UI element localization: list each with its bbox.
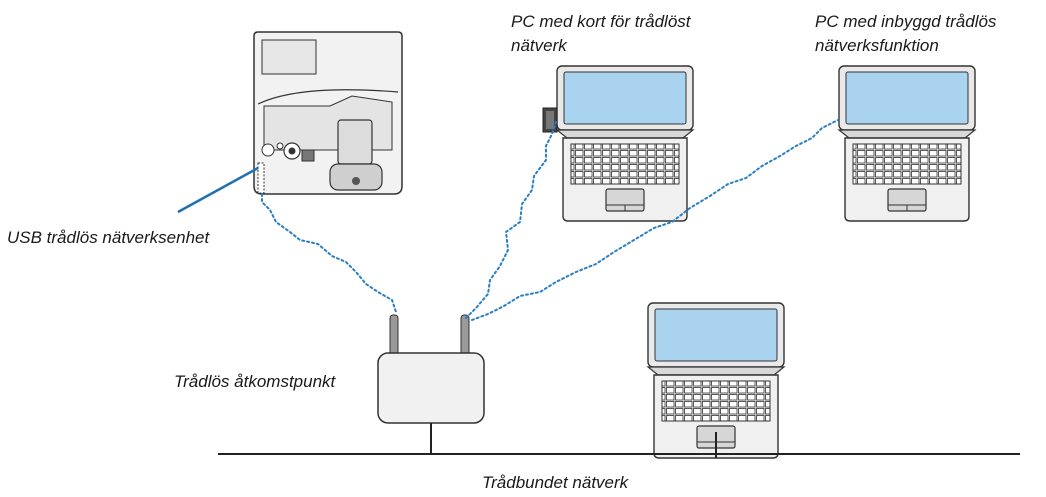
wireless-link-builtin	[471, 119, 839, 321]
pc-builtin-label: PC med inbyggd trådlös nätverksfunktion	[815, 10, 996, 58]
pc-card-label: PC med kort för trådlöst nätverk	[511, 10, 691, 58]
access-point-label: Trådlös åtkomstpunkt	[174, 372, 336, 391]
pc-card-label-line2: nätverk	[511, 36, 567, 55]
usb-wireless-unit-icon	[257, 162, 265, 194]
wired-network-label: Trådbundet nätverk	[482, 473, 629, 492]
pc-card-label-line1: PC med kort för trådlöst	[511, 12, 691, 31]
laptop-builtin-icon	[838, 65, 976, 222]
wireless-link-card	[465, 121, 557, 319]
projector-icon	[253, 31, 403, 195]
wireless-link-usb	[261, 193, 397, 313]
pc-builtin-label-line1: PC med inbyggd trådlös	[815, 12, 997, 31]
usb-pointer-line	[177, 166, 259, 214]
usb-unit-label: USB trådlös nätverksenhet	[7, 228, 210, 247]
wired-network-lines	[218, 423, 1020, 458]
wireless-access-point-icon	[377, 314, 485, 424]
laptop-with-card-icon	[542, 65, 694, 222]
pc-builtin-label-line2: nätverksfunktion	[815, 36, 939, 55]
